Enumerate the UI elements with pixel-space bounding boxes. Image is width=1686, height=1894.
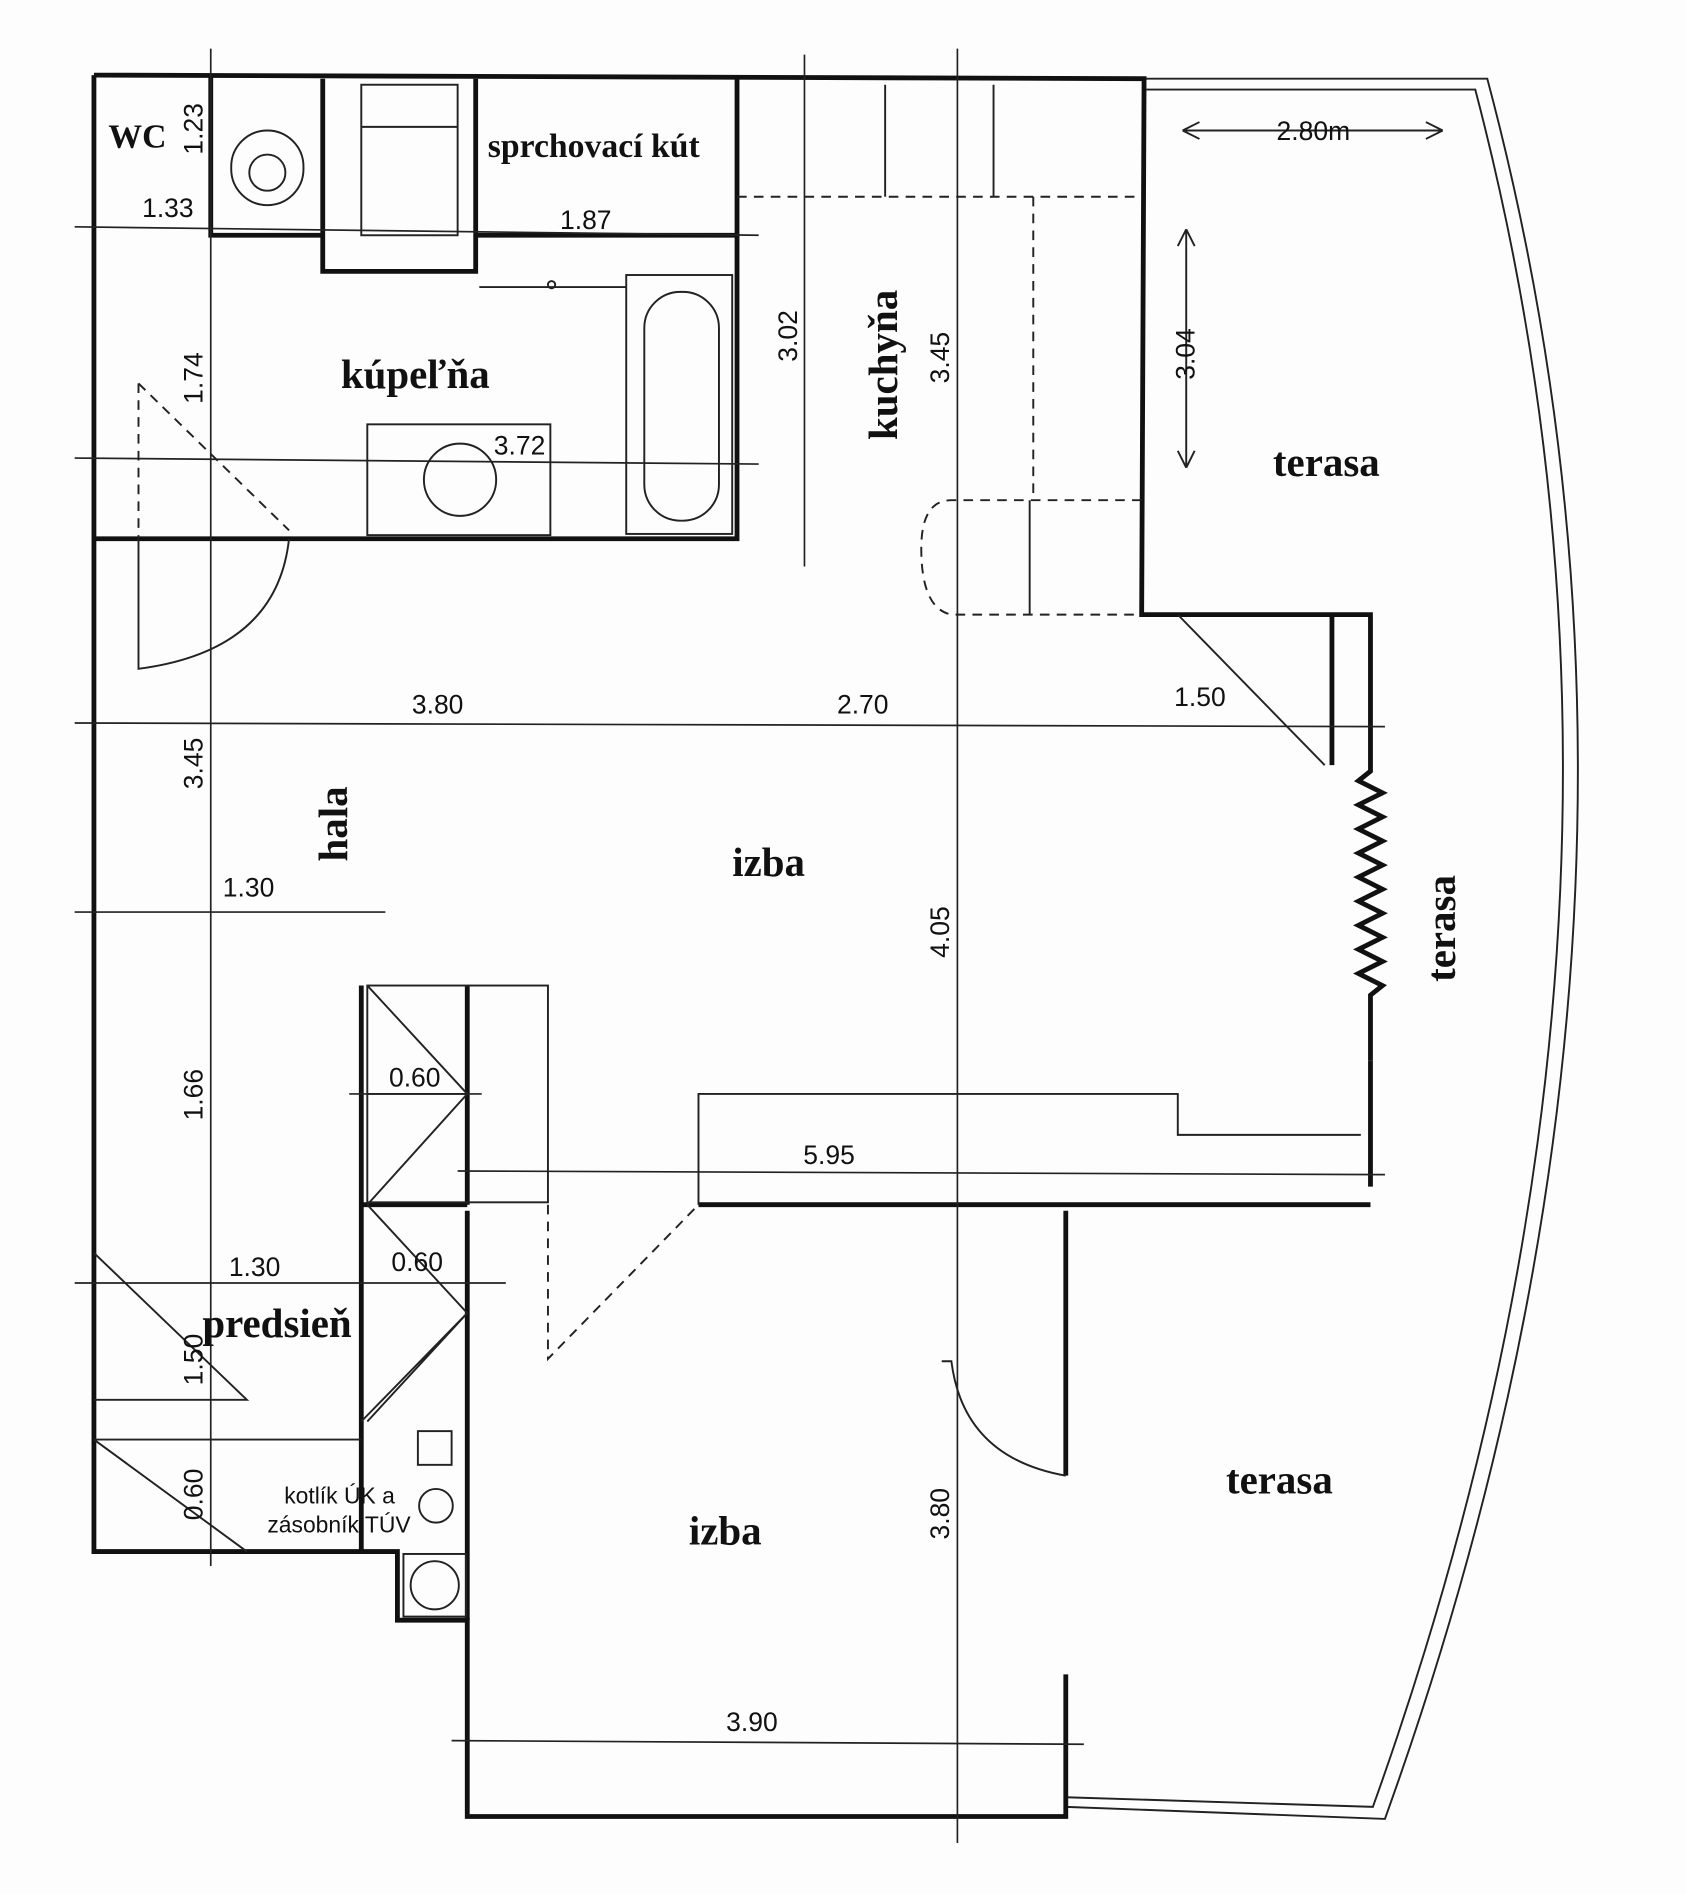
dim-hall-lower: 1.66 [178,1069,208,1121]
label-room-lower: izba [689,1508,762,1553]
label-terrace-side: terasa [1419,875,1464,982]
dim-lower-room-height: 3.80 [925,1488,955,1540]
terrace-railing [1065,77,1579,1820]
label-entrance: predsieň [202,1301,352,1346]
dim-bath-height: 1.74 [178,352,208,404]
toilet-icon [248,153,287,192]
dim-boiler-height: 0.60 [178,1469,208,1521]
dim-closet-1: 0.60 [389,1063,441,1093]
dim-room-w1: 3.80 [412,689,464,719]
dimension-lines [74,48,1444,1843]
dim-kitchen-height: 3.02 [773,310,803,362]
label-kitchen: kuchyňa [861,290,906,440]
dim-entrance-height: 1.50 [178,1334,208,1386]
boiler-icon [418,1487,454,1524]
label-shower: sprchovací kút [488,128,701,165]
label-hall: hala [311,786,356,861]
dim-wc-width: 1.33 [142,193,194,223]
label-room-main: izba [732,840,805,885]
dim-room-w2: 2.70 [837,689,889,719]
fixtures [93,83,1361,1618]
dim-wc-height: 1.23 [178,103,208,155]
dim-hall-width: 1.30 [223,872,275,902]
dim-hall-height: 3.45 [178,738,208,790]
label-terrace-top: terasa [1273,440,1380,485]
radiator-icon [1353,723,1388,1061]
dim-bath-width: 3.72 [494,430,546,460]
dim-closet-2: 0.60 [391,1247,443,1277]
dim-terrace-width: 2.80m [1277,116,1351,146]
dim-terrace-height: 3.04 [1171,328,1201,380]
dim-lower-room-width: 3.90 [726,1707,778,1737]
dim-room-w3: 1.50 [1174,682,1226,712]
dim-room-height: 4.05 [925,906,955,958]
dim-shower-width: 1.87 [560,205,612,235]
bathtub-icon [643,290,720,522]
dim-kitchen-height-2: 3.45 [925,332,955,384]
doors [137,382,1326,1477]
sink-icon [422,442,498,517]
label-boiler-2: zásobník TÚV [267,1511,411,1537]
label-wc: WC [108,118,166,155]
dim-entrance-width: 1.30 [229,1252,281,1282]
label-bathroom: kúpeľňa [341,352,490,397]
dim-room-width-total: 5.95 [803,1140,855,1170]
label-boiler-1: kotlík ÚK a [284,1482,395,1508]
label-terrace-bottom: terasa [1226,1458,1333,1503]
